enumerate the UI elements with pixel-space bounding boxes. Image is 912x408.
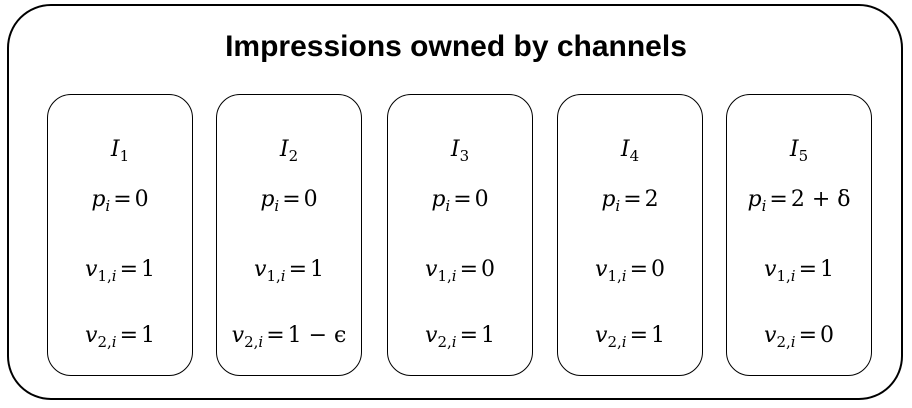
impression-label: I5 — [789, 137, 809, 165]
v1-equation: v1,i=0 — [425, 257, 495, 285]
price-equation: pi=0 — [91, 187, 149, 215]
impression-label: I3 — [450, 137, 470, 165]
impression-label: I2 — [279, 137, 299, 165]
price-equation: pi=0 — [260, 187, 318, 215]
v2-equation: v2,i=1 — [425, 323, 495, 351]
impression-card-4: I4 pi=2 v1,i=0 v2,i=1 — [557, 94, 703, 376]
impression-label: I1 — [110, 137, 130, 165]
impression-card-5: I5 pi=2 + δ v1,i=1 v2,i=0 — [726, 94, 872, 376]
v2-equation: v2,i=0 — [764, 323, 834, 351]
diagram-title: Impressions owned by channels — [225, 30, 687, 63]
price-equation: pi=0 — [431, 187, 489, 215]
v2-equation: v2,i=1 − ϵ — [231, 323, 347, 351]
impression-card-2: I2 pi=0 v1,i=1 v2,i=1 − ϵ — [216, 94, 362, 376]
v1-equation: v1,i=1 — [85, 257, 155, 285]
v1-equation: v1,i=0 — [595, 257, 665, 285]
v1-equation: v1,i=1 — [764, 257, 834, 285]
price-equation: pi=2 + δ — [747, 187, 851, 215]
v2-equation: v2,i=1 — [595, 323, 665, 351]
v1-equation: v1,i=1 — [254, 257, 324, 285]
impression-label: I4 — [620, 137, 640, 165]
impression-card-3: I3 pi=0 v1,i=0 v2,i=1 — [387, 94, 533, 376]
price-equation: pi=2 — [601, 187, 659, 215]
impression-card-1: I1 pi=0 v1,i=1 v2,i=1 — [47, 94, 193, 376]
v2-equation: v2,i=1 — [85, 323, 155, 351]
